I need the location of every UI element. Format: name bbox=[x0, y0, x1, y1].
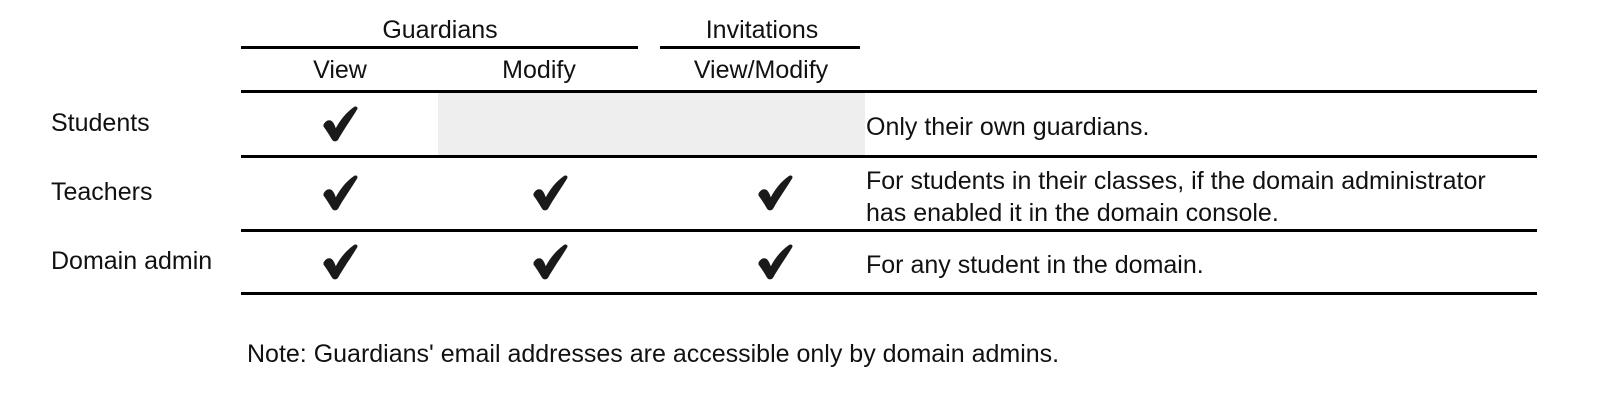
column-header-invitations-view-modify: View/Modify bbox=[693, 56, 829, 84]
cell-students-modify-invitations-disabled bbox=[438, 93, 865, 155]
table-rule-after-students bbox=[241, 155, 1537, 158]
table-footnote: Note: Guardians' email addresses are acc… bbox=[247, 340, 1060, 368]
column-header-guardians-view: View bbox=[313, 56, 367, 84]
column-group-invitations: Invitations bbox=[705, 16, 819, 44]
check-icon bbox=[529, 173, 571, 213]
table-rule-bottom bbox=[241, 292, 1537, 295]
group-rule-guardians bbox=[241, 46, 638, 49]
check-icon bbox=[319, 242, 361, 282]
group-rule-invitations bbox=[660, 46, 860, 49]
row-label-teachers: Teachers bbox=[51, 178, 153, 206]
row-label-domain-admin: Domain admin bbox=[51, 247, 213, 275]
check-icon bbox=[754, 173, 796, 213]
column-group-guardians: Guardians bbox=[382, 16, 498, 44]
check-icon bbox=[529, 242, 571, 282]
table-rule-top bbox=[241, 90, 1537, 93]
row-description-students: Only their own guardians. bbox=[866, 113, 1150, 141]
check-icon bbox=[319, 173, 361, 213]
check-icon bbox=[754, 242, 796, 282]
column-header-guardians-modify: Modify bbox=[502, 56, 576, 84]
row-description-teachers: For students in their classes, if the do… bbox=[866, 167, 1486, 227]
row-description-domain-admin: For any student in the domain. bbox=[866, 251, 1204, 279]
table-rule-after-teachers bbox=[241, 229, 1537, 232]
row-label-students: Students bbox=[51, 109, 150, 137]
check-icon bbox=[319, 104, 361, 144]
